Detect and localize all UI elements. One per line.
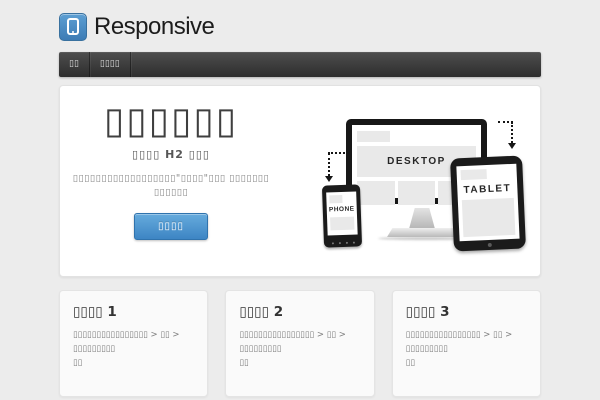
left-arrow-head-icon xyxy=(325,176,333,182)
right-arrow-horizontal xyxy=(498,121,513,123)
widget-2-title: ▯▯▯▯ 2 xyxy=(239,304,284,320)
site-title: Responsive xyxy=(94,13,215,40)
desktop-wireframe-header xyxy=(357,131,390,142)
phone-wireframe-content xyxy=(330,216,355,231)
tablet-wireframe-header xyxy=(460,169,487,181)
widget-3-title: ▯▯▯▯ 3 xyxy=(405,304,450,320)
site-header: Responsive xyxy=(59,0,541,43)
hero-description: ▯▯▯▯▯▯▯▯▯▯▯▯▯▯▯▯▯▯"▯▯▯▯"▯▯▯ ▯▯▯▯▯▯▯ ▯▯▯▯▯… xyxy=(60,172,282,201)
phone-label: PHONE xyxy=(328,205,355,214)
tablet-label: TABLET xyxy=(463,182,512,197)
tablet-illustration: TABLET xyxy=(450,155,526,252)
tablet-home-button xyxy=(487,242,492,248)
call-to-action-button[interactable]: ▯▯▯▯ xyxy=(133,212,208,240)
hero-tagline: ▯▯▯▯ H2 ▯▯▯ xyxy=(132,148,210,161)
site-logo-link[interactable]: Responsive xyxy=(59,13,215,41)
widget-box-3: ▯▯▯▯ 3 ▯▯▯▯▯▯▯▯▯▯▯▯▯▯▯▯ > ▯▯ > ▯▯▯▯▯▯▯▯▯… xyxy=(391,290,541,397)
monitor-base-shadow xyxy=(378,237,474,240)
desktop-wireframe-column xyxy=(397,181,436,205)
right-arrow-vertical xyxy=(511,122,513,143)
widget-1-title: ▯▯▯▯ 1 xyxy=(73,304,117,320)
nav-item-page[interactable]: ▯▯▯▯ xyxy=(90,52,131,77)
widget-3-text: ▯▯▯▯▯▯▯▯▯▯▯▯▯▯▯▯ > ▯▯ > ▯▯▯▯▯▯▯▯▯▯▯ xyxy=(405,330,513,369)
desktop-wireframe-column xyxy=(357,181,395,205)
phone-buttons-row xyxy=(324,241,362,245)
logo-smartphone-icon xyxy=(59,13,87,41)
hero-description-line2: ▯▯▯▯▯▯ xyxy=(153,187,189,199)
left-arrow-vertical xyxy=(328,153,330,176)
hero-heading: ▯▯▯▯▯▯ xyxy=(103,99,239,142)
hero-panel: ▯▯▯▯▯▯ ▯▯▯▯ H2 ▯▯▯ ▯▯▯▯▯▯▯▯▯▯▯▯▯▯▯▯▯▯"▯▯… xyxy=(59,85,541,277)
phone-wireframe-header xyxy=(329,194,343,204)
tablet-wireframe-content xyxy=(461,197,516,238)
hero-description-line1: ▯▯▯▯▯▯▯▯▯▯▯▯▯▯▯▯▯▯"▯▯▯▯"▯▯▯ ▯▯▯▯▯▯▯ xyxy=(72,173,270,184)
phone-outline-shape xyxy=(67,18,79,35)
main-nav: ▯▯ ▯▯▯▯ xyxy=(59,52,541,77)
home-widgets-row: ▯▯▯▯ 1 ▯▯▯▯▯▯▯▯▯▯▯▯▯▯▯▯ > ▯▯ > ▯▯▯▯▯▯▯▯▯… xyxy=(59,290,541,397)
left-arrow-horizontal xyxy=(328,152,349,154)
monitor-stand-neck xyxy=(409,208,435,229)
hero-text-column: ▯▯▯▯▯▯ ▯▯▯▯ H2 ▯▯▯ ▯▯▯▯▯▯▯▯▯▯▯▯▯▯▯▯▯▯"▯▯… xyxy=(60,86,282,276)
phone-illustration: PHONE xyxy=(321,184,363,248)
phone-home-dot xyxy=(72,31,74,33)
widget-2-text: ▯▯▯▯▯▯▯▯▯▯▯▯▯▯▯▯ > ▯▯ > ▯▯▯▯▯▯▯▯▯▯▯ xyxy=(239,330,346,369)
desktop-label: DESKTOP xyxy=(387,156,446,167)
widget-box-2: ▯▯▯▯ 2 ▯▯▯▯▯▯▯▯▯▯▯▯▯▯▯▯ > ▯▯ > ▯▯▯▯▯▯▯▯▯… xyxy=(225,290,375,397)
responsive-devices-graphic: DESKTOP TABLET PHONE xyxy=(282,86,540,276)
tablet-screen: TABLET xyxy=(456,163,520,242)
monitor-stand-base xyxy=(387,228,465,237)
phone-screen: PHONE xyxy=(326,191,358,236)
widget-box-1: ▯▯▯▯ 1 ▯▯▯▯▯▯▯▯▯▯▯▯▯▯▯▯ > ▯▯ > ▯▯▯▯▯▯▯▯▯… xyxy=(59,290,209,397)
page-container: Responsive ▯▯ ▯▯▯▯ ▯▯▯▯▯▯ ▯▯▯▯ H2 ▯▯▯ ▯▯… xyxy=(59,0,541,397)
widget-1-text: ▯▯▯▯▯▯▯▯▯▯▯▯▯▯▯▯ > ▯▯ > ▯▯▯▯▯▯▯▯▯▯▯ xyxy=(73,330,180,369)
right-arrow-head-icon xyxy=(508,143,516,149)
nav-item-home[interactable]: ▯▯ xyxy=(59,52,90,77)
